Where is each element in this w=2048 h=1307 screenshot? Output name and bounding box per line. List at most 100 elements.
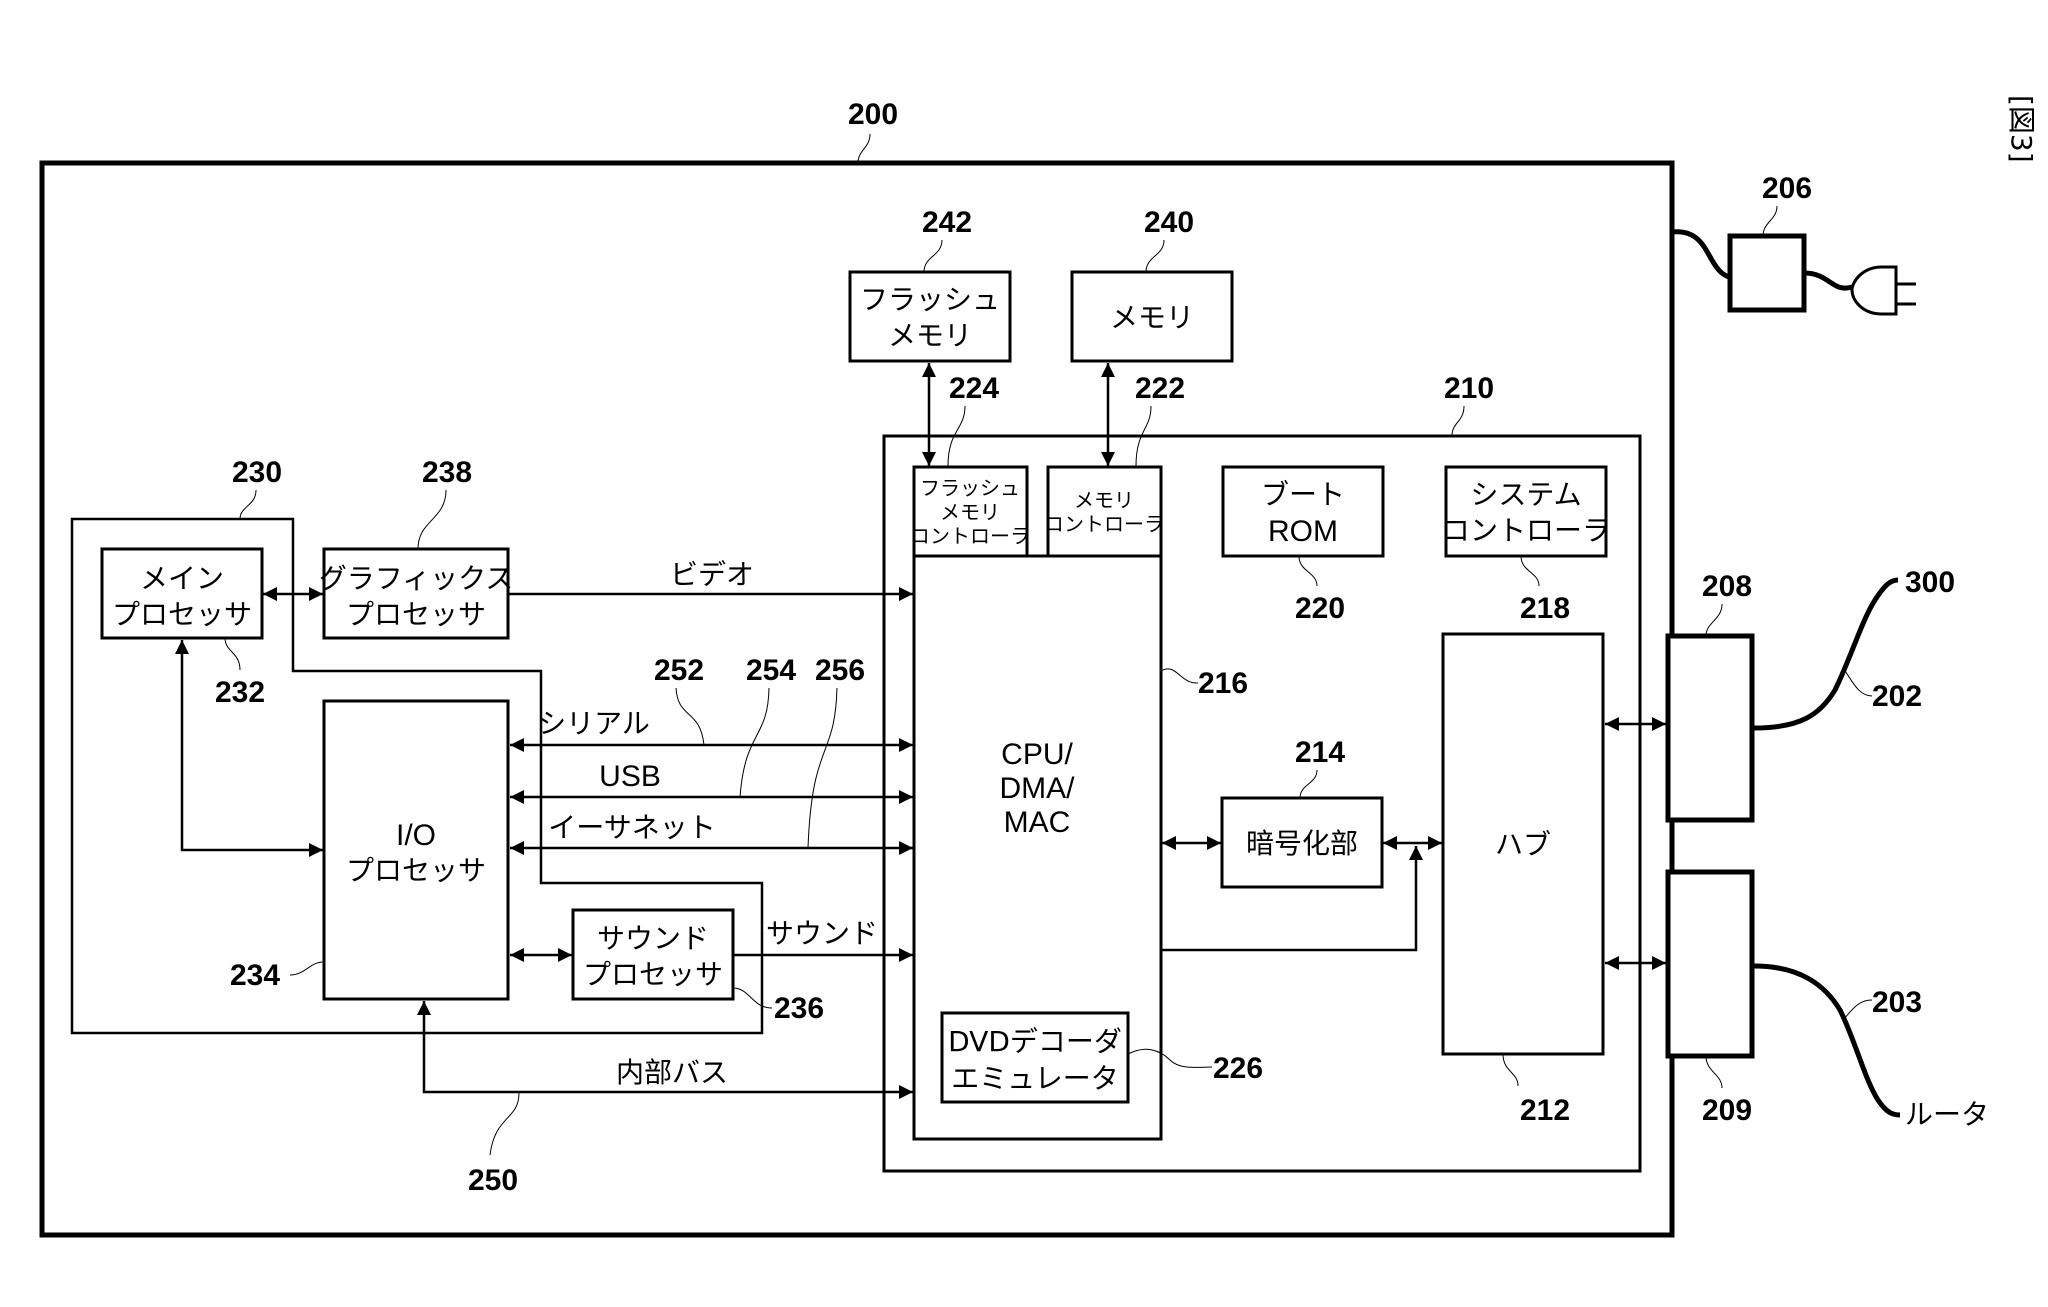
ref-203: 203: [1872, 986, 1922, 1019]
figure-label-text: [図3]: [2005, 95, 2038, 163]
io-processor-label-2: プロセッサ: [346, 854, 486, 887]
ref-226: 226: [1213, 1052, 1263, 1085]
power-plug-icon: [1850, 265, 1916, 316]
boot-rom-220: [1221, 465, 1385, 558]
graphics-processor-label-1: グラフィックス: [319, 562, 514, 595]
leader-220: [1298, 555, 1318, 587]
memory-240: [1070, 270, 1234, 363]
fmc-label-3: コントローラ: [910, 524, 1030, 548]
ref-238: 238: [422, 456, 472, 489]
ref-216: 216: [1198, 667, 1248, 700]
main-processor-232: [100, 547, 264, 640]
leader-242: [923, 239, 943, 273]
cpu-label-2: DMA/: [1000, 772, 1076, 805]
ref-252: 252: [654, 654, 704, 687]
ref-232: 232: [215, 676, 265, 709]
ref-200: 200: [848, 98, 898, 131]
ref-230: 230: [232, 456, 282, 489]
ref-250: 250: [468, 1164, 518, 1197]
processor-group-230: [70, 517, 764, 1035]
internal-bus-arrow: [417, 1001, 913, 1099]
port-209: [1665, 869, 1755, 1059]
leader-210: [1451, 405, 1465, 437]
leader-234: [289, 961, 324, 976]
leader-252: [675, 687, 705, 746]
system-controller-label-2: コントローラ: [1442, 514, 1610, 547]
ref-222: 222: [1135, 372, 1185, 405]
leader-200: [857, 133, 871, 164]
system-controller-218: [1444, 465, 1608, 558]
fmc-label-1: フラッシュ: [920, 476, 1020, 500]
serial-label: シリアル: [538, 707, 650, 740]
flash-memory-label-1: フラッシュ: [860, 283, 1000, 316]
hub-label: ハブ: [1495, 828, 1551, 861]
leader-218: [1520, 555, 1540, 587]
leader-216: [1160, 668, 1199, 684]
leader-224: [947, 405, 966, 467]
graphics-processor-238: [322, 547, 510, 640]
sound-label: サウンド: [766, 917, 878, 950]
ref-300: 300: [1905, 566, 1955, 599]
cpu-label-3: MAC: [1004, 806, 1071, 839]
fmc-label-2: メモリ: [940, 500, 1000, 524]
mc-label-1: メモリ: [1074, 488, 1134, 512]
main-io-arrow: [175, 640, 323, 857]
router-label: ルータ: [1905, 1098, 1989, 1131]
leader-230: [239, 489, 257, 520]
ref-208: 208: [1702, 570, 1752, 603]
hub-212: [1441, 632, 1605, 1056]
leader-203: [1842, 999, 1873, 1021]
mc-label-2: コントローラ: [1044, 512, 1164, 536]
sound-processor-label-1: サウンド: [597, 922, 709, 955]
boot-rom-label-2: ROM: [1268, 515, 1338, 548]
figure-label: [図3]: [2005, 95, 2038, 163]
graphics-processor-label-2: プロセッサ: [346, 598, 486, 631]
leader-250: [489, 1092, 520, 1156]
leader-240: [1145, 239, 1165, 273]
dvd-label-1: DVDデコーダ: [948, 1025, 1122, 1058]
cable-202: [1753, 577, 1899, 731]
leader-222: [1135, 405, 1152, 467]
power-cable-in: [1671, 229, 1733, 281]
ref-202: 202: [1872, 680, 1922, 713]
boot-rom-label-1: ブート: [1261, 478, 1345, 511]
encryption-unit-214: [1220, 796, 1384, 889]
ref-236: 236: [774, 992, 824, 1025]
video-label: ビデオ: [670, 558, 754, 591]
leader-209: [1705, 1055, 1723, 1089]
ref-224: 224: [949, 372, 999, 405]
leader-202: [1842, 667, 1873, 697]
ref-206: 206: [1762, 172, 1812, 205]
ethernet-label: イーサネット: [548, 811, 715, 844]
leader-206: [1762, 205, 1778, 237]
leader-214: [1299, 769, 1318, 799]
power-cable-out: [1803, 270, 1853, 291]
internal-bus-label: 内部バス: [616, 1056, 728, 1089]
ref-218: 218: [1520, 592, 1570, 625]
cpu-hub-bypass-arrow: [1161, 846, 1423, 952]
ref-242: 242: [922, 206, 972, 239]
encryption-label: 暗号化部: [1246, 827, 1358, 860]
ref-220: 220: [1295, 592, 1345, 625]
leader-238: [417, 489, 447, 550]
ref-209: 209: [1702, 1094, 1752, 1127]
cpu-label-1: CPU/: [1001, 738, 1073, 771]
leader-236: [732, 987, 773, 1009]
io-processor-234: [322, 699, 510, 1001]
sound-processor-236: [571, 908, 735, 1001]
sound-processor-label-2: プロセッサ: [583, 958, 723, 991]
flash-memory-label-2: メモリ: [888, 319, 972, 352]
main-processor-label-2: プロセッサ: [112, 598, 252, 631]
system-controller-label-1: システム: [1470, 478, 1581, 511]
ref-254: 254: [746, 654, 796, 687]
cable-203: [1753, 963, 1901, 1118]
usb-label: USB: [599, 760, 661, 793]
ref-214: 214: [1295, 736, 1345, 769]
io-processor-label-1: I/O: [396, 819, 436, 852]
dvd-label-2: エミュレータ: [951, 1062, 1118, 1095]
leader-212: [1502, 1053, 1519, 1087]
flash-memory-242: [848, 270, 1012, 363]
leader-232: [224, 637, 241, 671]
dvd-decoder-emulator-226: [940, 1011, 1130, 1104]
